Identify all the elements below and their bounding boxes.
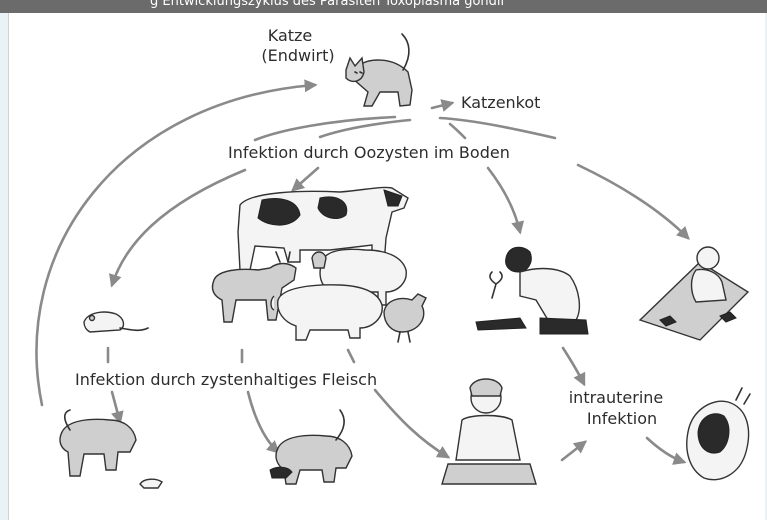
intrauterine-sublabel: Infektion — [587, 409, 657, 428]
arrow-to-mouse — [109, 168, 247, 288]
arrow-soil-right2 — [448, 122, 467, 140]
chicken-icon — [383, 293, 427, 343]
child-sandbox-icon — [638, 246, 750, 341]
arrow-meat-to-woman — [373, 388, 451, 459]
arrow-meat-to-cat1 — [110, 390, 124, 425]
arrow-livestock-down2 — [346, 348, 356, 364]
meat-infection-label: Infektion durch zystenhaltiges Fleisch — [75, 370, 377, 389]
arrow-to-gardener — [486, 166, 525, 235]
header-title: g Entwicklungszyklus des Parasiten Toxop… — [150, 0, 505, 9]
cow-icon — [237, 186, 409, 271]
arrow-woman-to-intrauterine — [560, 440, 588, 462]
feces-label: Katzenkot — [461, 93, 540, 112]
labels: Katze (Endwirt) Katzenkot Infektion durc… — [75, 26, 663, 428]
arrow-soil-left — [253, 115, 397, 142]
woman-eating-icon — [441, 378, 537, 485]
cat-eating-meat-icon — [269, 409, 353, 485]
goat-icon — [211, 251, 297, 323]
soil-infection-label: Infektion durch Oozysten im Boden — [228, 143, 510, 162]
mouse-icon — [83, 311, 149, 333]
cat-label: Katze — [268, 26, 313, 45]
arrows — [35, 79, 690, 465]
arrow-to-child — [576, 163, 690, 240]
pig-icon — [270, 284, 383, 341]
arrow-gardener-down — [561, 346, 586, 387]
cat-icon — [345, 33, 413, 107]
cat-sublabel: (Endwirt) — [261, 46, 334, 65]
arrow-meat-to-cat2 — [246, 390, 280, 454]
arrow-to-fetus — [645, 436, 687, 465]
arrow-soil-right — [438, 116, 557, 140]
cat-eating-mouse-icon — [59, 409, 163, 489]
arrow-soil-left2 — [318, 118, 412, 139]
arrow-to-feces — [430, 99, 455, 112]
gardener-icon — [475, 246, 589, 335]
arrow-to-livestock — [291, 166, 320, 192]
header-bar: g Entwicklungszyklus des Parasiten Toxop… — [0, 0, 767, 13]
intrauterine-label: intrauterine — [569, 388, 664, 407]
fetus-uterus-icon — [686, 387, 751, 481]
arrow-return-to-cat — [35, 79, 318, 407]
